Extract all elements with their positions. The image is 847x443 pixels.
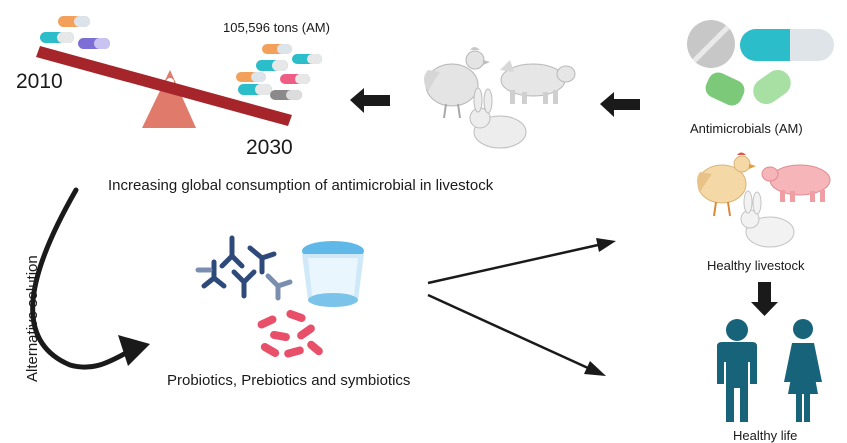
healthy-livestock-caption: Healthy livestock <box>707 258 805 273</box>
probiotics-caption: Probiotics, Prebiotics and symbiotics <box>167 372 411 389</box>
capsule-teal-icon <box>740 29 834 61</box>
antibody-icons <box>195 235 293 301</box>
arrow-to-healthy-life <box>427 293 606 376</box>
pig-icon <box>500 60 576 104</box>
capsule-group-right <box>236 44 322 100</box>
animals-middle <box>424 47 576 149</box>
antimicrobials-icons <box>687 20 834 106</box>
consumption-caption: Increasing global consumption of antimic… <box>108 177 494 194</box>
seesaw-bar <box>36 46 292 126</box>
healthy-rabbit-icon <box>740 190 795 248</box>
year-end-label: 2030 <box>246 136 293 159</box>
alternative-solution-label: Alternative solution <box>24 255 41 382</box>
bacteria-icons <box>257 309 323 358</box>
arrow-left-2 <box>600 92 640 117</box>
rabbit-icon <box>469 87 527 149</box>
arrow-left-1 <box>350 88 390 113</box>
arrow-to-healthy-livestock <box>427 238 616 285</box>
seesaw <box>36 46 292 128</box>
yogurt-cup-icon <box>302 241 364 307</box>
year-start-label: 2010 <box>16 70 63 93</box>
arrow-down <box>751 282 778 316</box>
healthy-chicken-icon <box>697 152 756 217</box>
healthy-livestock-icons <box>697 152 831 248</box>
tablet-icon <box>687 20 735 68</box>
chicken-icon <box>424 47 490 119</box>
healthy-life-caption: Healthy life <box>733 428 798 443</box>
capsule-group-left <box>40 16 110 49</box>
tons-label: 105,596 tons (AM) <box>223 20 330 35</box>
seesaw-fulcrum <box>142 70 196 128</box>
healthy-pig-icon <box>761 164 831 202</box>
alternative-arrow <box>30 187 150 370</box>
people-icon <box>717 319 822 422</box>
capsule-green-icon <box>705 69 791 106</box>
antimicrobials-caption: Antimicrobials (AM) <box>690 121 803 136</box>
